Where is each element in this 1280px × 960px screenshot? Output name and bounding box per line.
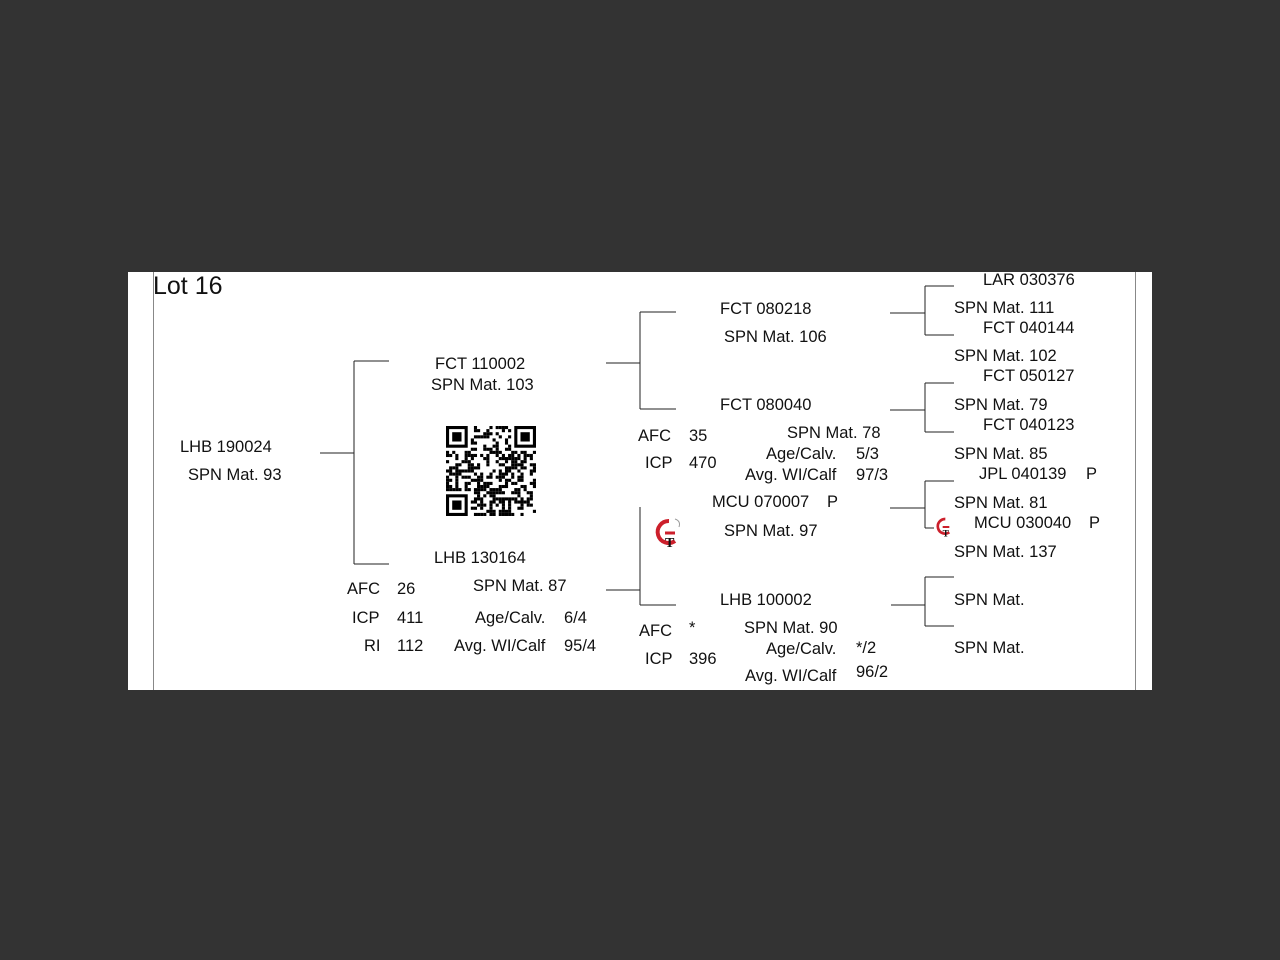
- dam-dam-id: LHB 100002: [720, 591, 812, 609]
- dam-dam-icp-label: ICP: [645, 650, 673, 668]
- gen4-7-spn: SPN Mat.: [954, 591, 1025, 609]
- left-margin-line: [153, 272, 154, 690]
- subject-spn: SPN Mat. 93: [188, 466, 282, 484]
- dam-age-calv-value: 6/4: [564, 609, 587, 627]
- sire-dam-spn: SPN Mat. 78: [787, 424, 881, 442]
- dam-dam-spn: SPN Mat. 90: [744, 619, 838, 637]
- sire-sire-spn: SPN Mat. 106: [724, 328, 827, 346]
- sire-sire-id: FCT 080218: [720, 300, 812, 318]
- sire-dam-afc-value: 35: [689, 427, 708, 445]
- gen4-4-id: FCT 040123: [983, 416, 1075, 434]
- qr-code: [446, 426, 536, 516]
- dam-spn: SPN Mat. 87: [473, 577, 567, 595]
- dam-age-calv-label: Age/Calv.: [475, 609, 546, 627]
- gen4-6-spn: SPN Mat. 137: [954, 543, 1057, 561]
- gen4-1-spn: SPN Mat. 111: [954, 299, 1055, 317]
- lot-title: Lot 16: [153, 272, 223, 300]
- sire-dam-age-calv-label: Age/Calv.: [766, 445, 837, 463]
- svg-text:T: T: [943, 529, 950, 539]
- dam-dam-afc-label: AFC: [639, 622, 672, 640]
- dam-sire-id: MCU 070007: [712, 493, 810, 511]
- dam-dam-afc-value: *: [689, 619, 696, 637]
- sire-dam-icp-value: 470: [689, 454, 717, 472]
- gen4-3-spn: SPN Mat. 79: [954, 396, 1048, 414]
- pedigree-bracket-lines: [320, 285, 954, 627]
- gen4-4-spn: SPN Mat. 85: [954, 445, 1048, 463]
- gen4-5-id: JPL 040139: [979, 465, 1067, 483]
- subject-id: LHB 190024: [180, 438, 272, 456]
- gt-logo-small-icon: T: [932, 515, 956, 539]
- dam-afc-value: 26: [397, 580, 416, 598]
- dam-dam-avg-wi-value: 96/2: [856, 663, 889, 681]
- dam-avg-wi-label: Avg. WI/Calf: [454, 637, 546, 655]
- gen4-8-spn: SPN Mat.: [954, 639, 1025, 657]
- dam-dam-avg-wi-label: Avg. WI/Calf: [745, 667, 837, 685]
- dam-dam-age-calv-value: */2: [856, 639, 877, 657]
- gen4-5-flag: P: [1086, 465, 1098, 483]
- dam-icp-value: 411: [397, 609, 424, 627]
- dam-avg-wi-value: 95/4: [564, 637, 597, 655]
- dam-ri-label: RI: [364, 637, 381, 655]
- sire-dam-icp-label: ICP: [645, 454, 673, 472]
- dam-afc-label: AFC: [347, 580, 380, 598]
- gen4-2-id: FCT 040144: [983, 319, 1075, 337]
- sire-id: FCT 110002: [435, 355, 526, 373]
- gen4-6-id: MCU 030040: [974, 514, 1072, 532]
- dam-ri-value: 112: [397, 637, 424, 655]
- gen4-5-spn: SPN Mat. 81: [954, 494, 1048, 512]
- gen4-1-id: LAR 030376: [983, 272, 1075, 289]
- gen4-6-flag: P: [1089, 514, 1101, 532]
- sire-dam-age-calv-value: 5/3: [856, 445, 879, 463]
- gt-logo-letter-t: T: [665, 536, 675, 551]
- dam-dam-icp-value: 396: [689, 650, 717, 668]
- sire-spn: SPN Mat. 103: [431, 376, 534, 394]
- right-margin-line: [1135, 272, 1136, 690]
- sire-dam-avg-wi-value: 97/3: [856, 466, 889, 484]
- sire-dam-afc-label: AFC: [638, 427, 671, 445]
- gt-logo-icon: T: [649, 515, 685, 551]
- gen4-2-spn: SPN Mat. 102: [954, 347, 1057, 365]
- dam-icp-label: ICP: [352, 609, 380, 627]
- dam-sire-flag: P: [827, 493, 839, 511]
- sire-dam-id: FCT 080040: [720, 396, 812, 414]
- dam-id: LHB 130164: [434, 549, 526, 567]
- pedigree-sheet: Lot 16 LHB 190024 SPN Mat. 93 FCT 110002…: [128, 272, 1152, 690]
- dam-dam-age-calv-label: Age/Calv.: [766, 640, 837, 658]
- sire-dam-avg-wi-label: Avg. WI/Calf: [745, 466, 837, 484]
- dam-sire-spn: SPN Mat. 97: [724, 522, 818, 540]
- gen4-3-id: FCT 050127: [983, 367, 1075, 385]
